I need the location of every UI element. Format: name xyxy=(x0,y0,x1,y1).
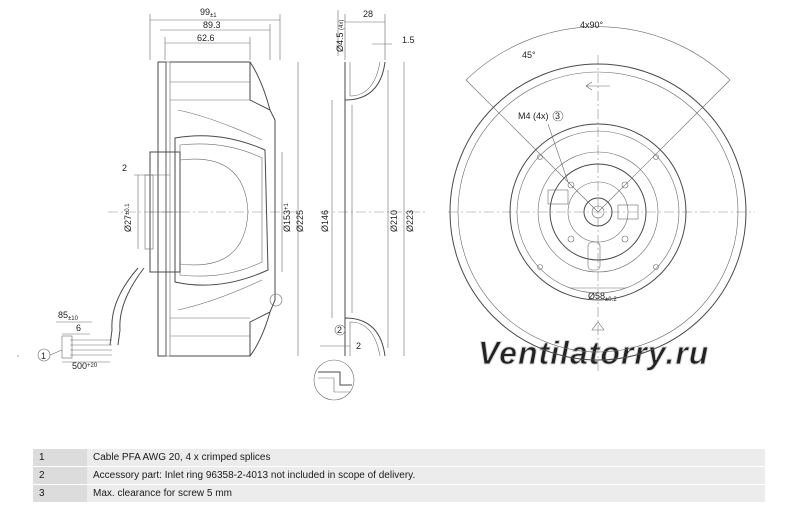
detail-marker-2: 2 xyxy=(337,325,342,335)
dim-d225: Ø225 xyxy=(295,210,305,232)
dim-cable-85: 85±10 xyxy=(58,310,79,322)
note-row: 1 Cable PFA AWG 20, 4 x crimped splices xyxy=(33,449,765,467)
notes-table: 1 Cable PFA AWG 20, 4 x crimped splices … xyxy=(33,449,765,503)
dim-detail-gap-2: 2 xyxy=(356,341,361,351)
dim-62-6: 62.6 xyxy=(197,33,215,43)
side-view-dimensions: 99±1 89.3 62.6 2 Ø27±0.1 Ø153+1 Ø225 85±… xyxy=(17,7,305,371)
note-row: 2 Accessory part: Inlet ring 96358-2-401… xyxy=(33,466,765,485)
callout-clearance-3: 3 xyxy=(555,111,560,121)
front-view: 4x90° 45° M4 (4x) 3 Ø58±0.2 xyxy=(448,20,755,372)
note-number: 3 xyxy=(33,484,87,503)
dim-hole-4-5: Ø4.5 (4x) xyxy=(335,20,345,52)
dim-d146: Ø146 xyxy=(320,210,330,232)
note-number: 1 xyxy=(33,449,87,467)
section-view: Ø146 Ø210 Ø223 28 Ø4.5 (4x) 1.5 2 2 xyxy=(313,9,425,401)
dim-depth-28: 28 xyxy=(363,9,373,19)
dim-overall-width: 99±1 xyxy=(200,7,217,19)
note-number: 2 xyxy=(33,466,87,485)
dim-d153: Ø153+1 xyxy=(282,202,292,232)
watermark: Ventilatorry.ru xyxy=(478,335,709,371)
dim-gap-2: 2 xyxy=(122,163,127,173)
dim-89-3: 89.3 xyxy=(203,20,221,30)
callout-m4: M4 (4x) xyxy=(518,111,549,121)
dim-cable-6: 6 xyxy=(76,323,81,333)
note-row: 3 Max. clearance for screw 5 mm xyxy=(33,484,765,503)
side-view xyxy=(61,61,300,359)
dim-d27: Ø27±0.1 xyxy=(123,203,133,232)
dim-d58: Ø58±0.2 xyxy=(588,291,617,303)
note-text: Cable PFA AWG 20, 4 x crimped splices xyxy=(87,449,765,467)
dim-angle-45: 45° xyxy=(522,50,536,60)
note-text: Max. clearance for screw 5 mm xyxy=(87,484,765,503)
dim-cable-500: 500+20 xyxy=(72,361,98,371)
dim-angle-4x90: 4x90° xyxy=(580,20,604,30)
dim-d223: Ø223 xyxy=(405,210,415,232)
note-text: Accessory part: Inlet ring 96358-2-4013 … xyxy=(87,466,765,485)
dim-1-5: 1.5 xyxy=(402,35,415,45)
technical-drawing: Ventilatorry.ru xyxy=(17,7,755,401)
dim-d210: Ø210 xyxy=(389,210,399,232)
marker-1: 1 xyxy=(41,351,46,361)
